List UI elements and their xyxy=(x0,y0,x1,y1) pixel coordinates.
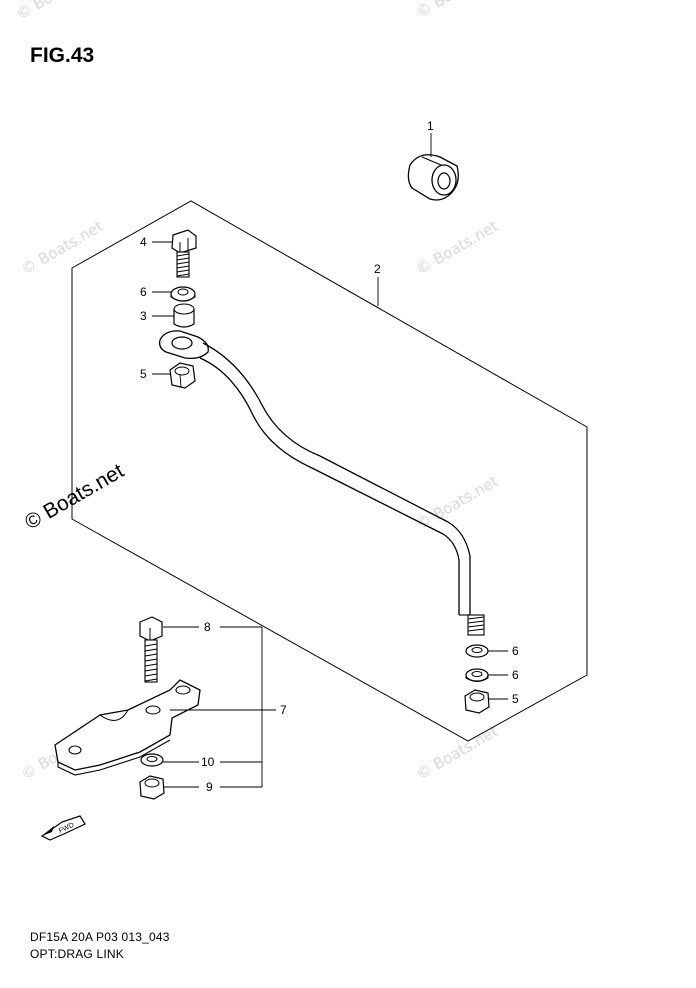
part-6-washer-lower-a xyxy=(465,644,489,658)
callout-5-upper: 5 xyxy=(140,367,147,381)
callout-10: 10 xyxy=(201,755,215,769)
footer-diagram-code: DF15A 20A P03 013_043 xyxy=(30,930,170,944)
watermark: © Boats.net xyxy=(413,0,501,21)
callout-7: 7 xyxy=(280,703,287,717)
part-6-washer-upper xyxy=(170,286,196,302)
figure-title: FIG.43 xyxy=(30,44,95,67)
watermark-primary: © Boats.net xyxy=(21,459,128,534)
fwd-arrow-icon: FWD xyxy=(40,815,86,841)
watermark: © Boats.net xyxy=(413,472,501,533)
part-2-drag-link xyxy=(158,330,485,636)
callout-2: 2 xyxy=(374,262,381,276)
part-6-washer-lower-b xyxy=(465,668,489,682)
callout-9: 9 xyxy=(206,780,213,794)
footer-diagram-name: OPT:DRAG LINK xyxy=(30,947,124,961)
part-10-washer xyxy=(140,753,164,767)
part-7-bracket xyxy=(54,679,201,776)
watermark: © Boats.net xyxy=(413,722,501,783)
watermark: © Boats.net xyxy=(413,217,501,278)
callout-6-lower-a: 6 xyxy=(512,644,519,658)
callout-8: 8 xyxy=(204,620,211,634)
leader-lines xyxy=(152,133,508,788)
part-1-nut xyxy=(407,154,459,201)
part-9-nut xyxy=(139,775,165,800)
callouts: 1 2 3 4 5 5 6 6 6 7 8 9 10 xyxy=(140,119,519,794)
callout-1: 1 xyxy=(427,119,434,133)
callout-6-lower-b: 6 xyxy=(512,668,519,682)
callout-3: 3 xyxy=(140,309,147,323)
watermark: © Boats.net xyxy=(18,217,106,278)
callout-4: 4 xyxy=(140,235,147,249)
callout-5-lower: 5 xyxy=(512,692,519,706)
part-4-bolt xyxy=(171,229,197,278)
watermarks: © Boats.net © Boats.net © Boats.net © Bo… xyxy=(13,0,501,783)
part-5-nut-upper xyxy=(169,362,196,389)
part-5-nut-lower xyxy=(464,689,490,714)
part-3-collar xyxy=(173,303,195,328)
callout-6-upper: 6 xyxy=(140,285,147,299)
watermark: © Boats.net xyxy=(13,0,101,23)
kit-outline xyxy=(71,200,588,742)
part-8-bolt xyxy=(139,616,163,683)
